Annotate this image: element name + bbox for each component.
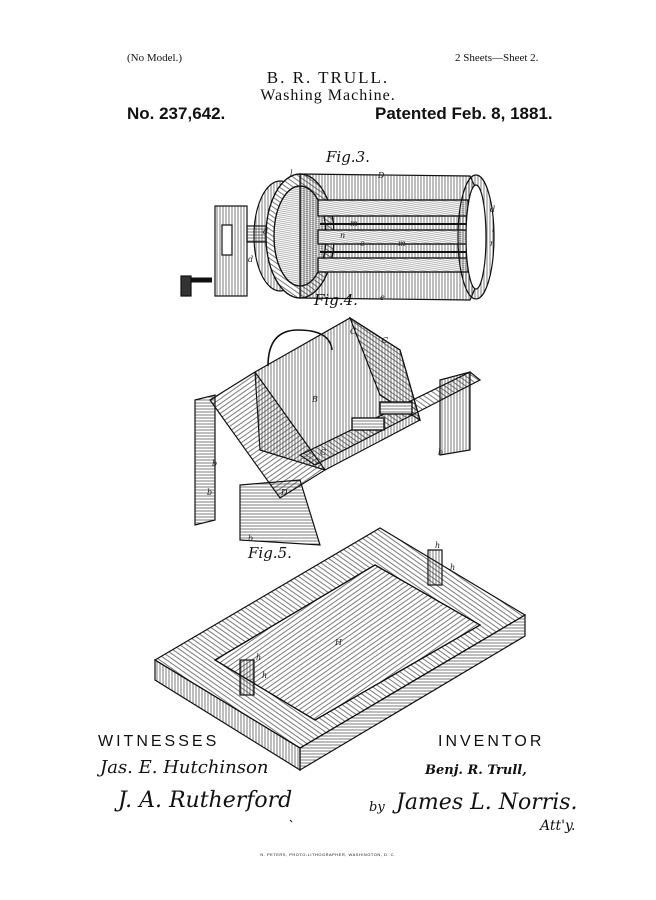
svg-text:l: l xyxy=(492,225,495,234)
fig3-cylinder-drawing: D l d d d m e m n n l e xyxy=(180,169,495,302)
svg-text:D: D xyxy=(377,171,385,180)
svg-text:l: l xyxy=(290,169,293,178)
svg-text:b: b xyxy=(207,488,212,497)
patent-date: Patented Feb. 8, 1881. xyxy=(375,104,553,123)
svg-text:D: D xyxy=(280,488,288,497)
svg-text:h: h xyxy=(435,541,440,550)
attorney-signature: James L. Norris. xyxy=(396,790,578,815)
by-label: by xyxy=(369,800,385,815)
svg-text:b: b xyxy=(438,448,443,457)
svg-text:C: C xyxy=(382,336,388,345)
sheet-count: 2 Sheets—Sheet 2. xyxy=(455,52,539,64)
signature-flourish xyxy=(289,819,293,823)
svg-text:d: d xyxy=(263,227,268,236)
printer-credit: N. PETERS, PHOTO-LITHOGRAPHER, WASHINGTO… xyxy=(260,852,396,857)
svg-text:n: n xyxy=(490,239,495,248)
svg-text:b: b xyxy=(248,534,253,543)
inventor-signature: Benj. R. Trull, xyxy=(425,763,527,778)
inventor-name: B. R. TRULL. xyxy=(266,68,390,87)
patent-title: Washing Machine. xyxy=(260,87,396,104)
patent-number: No. 237,642. xyxy=(127,104,226,123)
witness-signature-1: Jas. E. Hutchinson xyxy=(100,757,269,778)
svg-text:d: d xyxy=(490,205,495,214)
svg-text:e: e xyxy=(360,239,365,248)
svg-text:b: b xyxy=(212,459,217,468)
svg-text:h: h xyxy=(262,671,267,680)
svg-text:h: h xyxy=(450,563,455,572)
fig5-label: Fig.5. xyxy=(248,544,292,562)
svg-text:h: h xyxy=(256,653,261,662)
svg-text:e: e xyxy=(380,293,385,302)
witnesses-label: WITNESSES xyxy=(98,733,220,750)
attorney-title: Att'y. xyxy=(540,818,576,834)
witness-signature-2: J. A. Rutherford xyxy=(118,788,293,813)
fig5-tray-drawing: h h H h h xyxy=(153,527,527,772)
no-model-note: (No Model.) xyxy=(127,52,182,64)
inventor-label: INVENTOR xyxy=(438,733,545,750)
svg-text:d: d xyxy=(248,255,253,264)
svg-text:n: n xyxy=(340,231,345,240)
svg-text:B: B xyxy=(311,395,318,404)
svg-text:C: C xyxy=(350,327,356,336)
svg-text:C: C xyxy=(320,448,326,457)
svg-text:H: H xyxy=(334,638,343,647)
svg-text:m: m xyxy=(350,219,358,228)
fig4-trough-drawing: C C B b b b D b C xyxy=(194,316,482,546)
fig3-label: Fig.3. xyxy=(326,148,370,166)
svg-text:m: m xyxy=(398,239,406,248)
